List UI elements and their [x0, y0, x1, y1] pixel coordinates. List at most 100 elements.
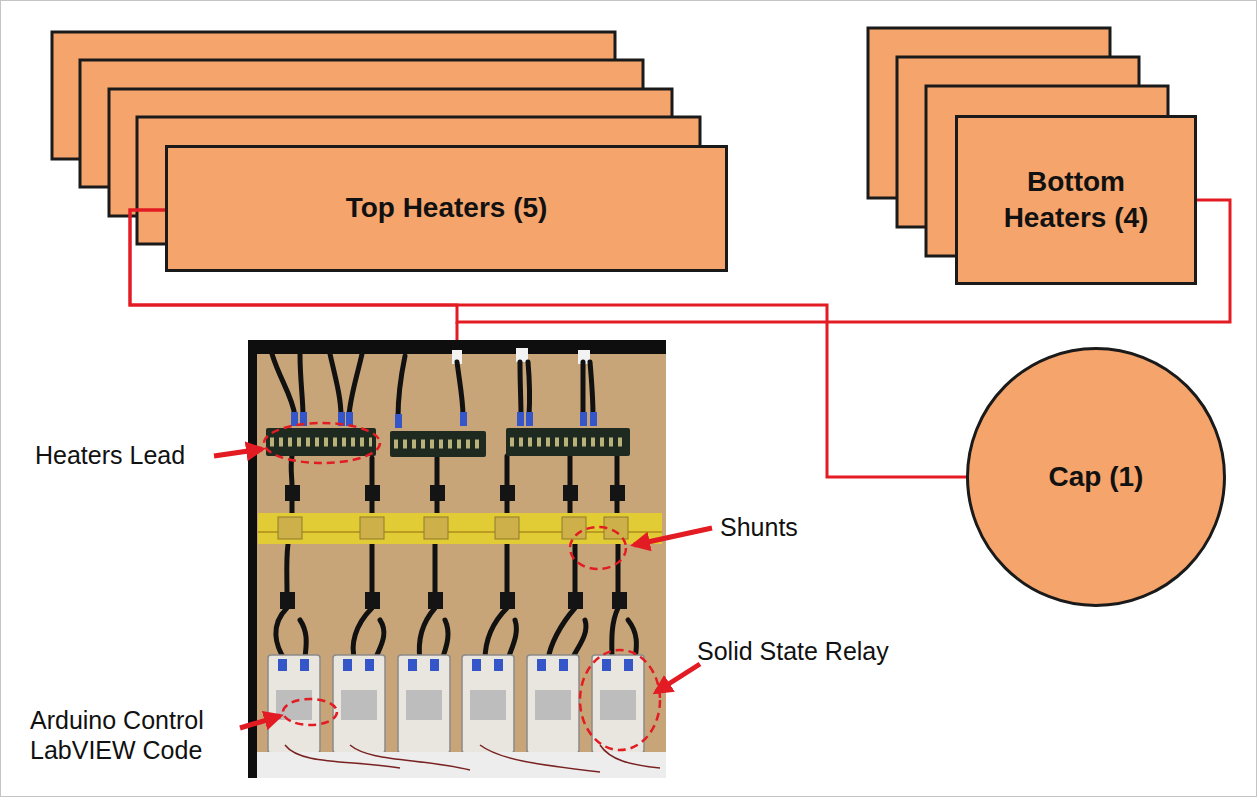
- callout-label: Heaters Lead: [35, 440, 185, 470]
- control-panel-photo: [375, 620, 384, 660]
- callout-arrow: [214, 449, 262, 456]
- control-panel-photo: [272, 354, 295, 416]
- control-panel-photo: [568, 500, 573, 514]
- control-panel-photo: [248, 340, 257, 778]
- control-panel-photo: [276, 690, 312, 720]
- control-panel-photo: [248, 340, 666, 778]
- control-panel-photo: [537, 659, 546, 671]
- control-panel-photo: [300, 659, 309, 671]
- control-panel-photo: [266, 428, 376, 456]
- control-panel-photo: [398, 655, 450, 753]
- control-panel-photo: [270, 438, 372, 447]
- control-panel-photo: [300, 354, 303, 416]
- control-panel-photo: [528, 362, 530, 416]
- highlight-ring: [580, 650, 660, 750]
- control-panel-photo: [435, 500, 440, 514]
- control-panel-photo: [370, 544, 375, 592]
- control-panel-photo: [365, 659, 374, 671]
- control-panel-photo: [330, 354, 341, 416]
- control-panel-photo: [257, 752, 666, 778]
- control-panel-photo: [562, 517, 586, 539]
- control-panel-photo: [285, 485, 625, 501]
- control-panel-photo: [424, 517, 448, 539]
- control-panel-photo: [346, 412, 353, 426]
- control-panel-photo: [604, 517, 628, 539]
- control-panel-photo: [291, 412, 597, 428]
- control-panel-photo: [559, 659, 568, 671]
- control-panel-photo: [370, 500, 375, 514]
- control-panel-photo: [268, 655, 320, 753]
- control-panel-photo: [472, 659, 481, 671]
- control-panel-photo: [270, 442, 626, 444]
- control-panel-photo: [285, 745, 660, 772]
- control-panel-photo: [485, 608, 507, 660]
- heater-box: Bottom Heaters (4): [955, 115, 1197, 285]
- control-panel-photo: [563, 485, 578, 501]
- highlight-ring: [264, 423, 660, 750]
- control-panel-photo: [505, 544, 510, 592]
- control-panel-photo: [276, 608, 287, 660]
- control-panel-photo: [610, 485, 625, 501]
- control-panel-photo: [256, 354, 666, 754]
- control-panel-photo: [276, 690, 636, 720]
- control-panel-photo: [394, 440, 482, 449]
- highlight-ring: [570, 527, 626, 569]
- control-panel-photo: [457, 362, 463, 416]
- control-panel-photo: [343, 659, 352, 671]
- control-panel-photo: [602, 659, 611, 671]
- callout-arrow: [656, 664, 700, 692]
- heater-box: Top Heaters (5): [165, 145, 728, 272]
- control-panel-photo: [568, 592, 583, 609]
- control-panel-photo: [435, 458, 440, 486]
- control-panel-photo: [615, 456, 620, 486]
- circle-outline: [968, 349, 1225, 606]
- callout-arrow: [634, 528, 712, 545]
- control-panel-photo: [419, 608, 435, 660]
- control-panel-photo: [341, 690, 377, 720]
- control-panel-photo: [433, 544, 438, 592]
- control-panel-photo: [516, 348, 528, 362]
- control-panel-photo: [248, 340, 666, 778]
- control-panel-photo: [350, 745, 470, 770]
- control-panel-photo: [470, 690, 506, 720]
- control-panel-photo: [278, 517, 628, 539]
- control-panel-photo: [573, 544, 578, 592]
- node-label: Bottom Heaters (4): [989, 164, 1164, 237]
- control-panel-photo: [535, 690, 571, 720]
- control-panel-photo: [495, 517, 519, 539]
- control-panel-photo: [460, 412, 467, 426]
- control-panel-photo: [370, 458, 375, 486]
- control-panel-photo: [333, 655, 385, 753]
- highlight-ring: [264, 423, 380, 463]
- control-panel-photo: [592, 655, 644, 753]
- control-panel-photo: [494, 659, 503, 671]
- control-panel-photo: [517, 412, 524, 426]
- control-panel-photo: [395, 414, 402, 428]
- panel-wire: [456, 322, 459, 341]
- control-panel-photo: [278, 517, 302, 539]
- control-panel-photo: [615, 500, 620, 514]
- control-panel-photo: [500, 485, 515, 501]
- control-panel-photo: [278, 659, 287, 671]
- control-panel-photo: [280, 592, 627, 609]
- control-panel-photo: [508, 620, 516, 660]
- control-panel-photo: [590, 412, 597, 426]
- control-panel-photo: [365, 485, 380, 501]
- control-panel-photo: [290, 500, 295, 514]
- control-panel-photo: [462, 655, 514, 753]
- control-panel-photo: [430, 485, 445, 501]
- callout-arrow: [240, 716, 280, 728]
- control-panel-photo: [287, 544, 288, 592]
- control-panel-photo: [428, 592, 443, 609]
- control-panel-photo: [616, 544, 621, 592]
- control-panel-photo: [527, 655, 579, 753]
- control-panel-photo: [505, 456, 510, 486]
- control-panel-photo: [278, 659, 633, 671]
- control-panel-photo: [300, 620, 306, 660]
- control-panel-photo: [510, 438, 626, 447]
- control-panel-photo: [442, 620, 448, 660]
- control-panel-photo: [398, 356, 405, 418]
- control-panel-photo: [526, 412, 533, 426]
